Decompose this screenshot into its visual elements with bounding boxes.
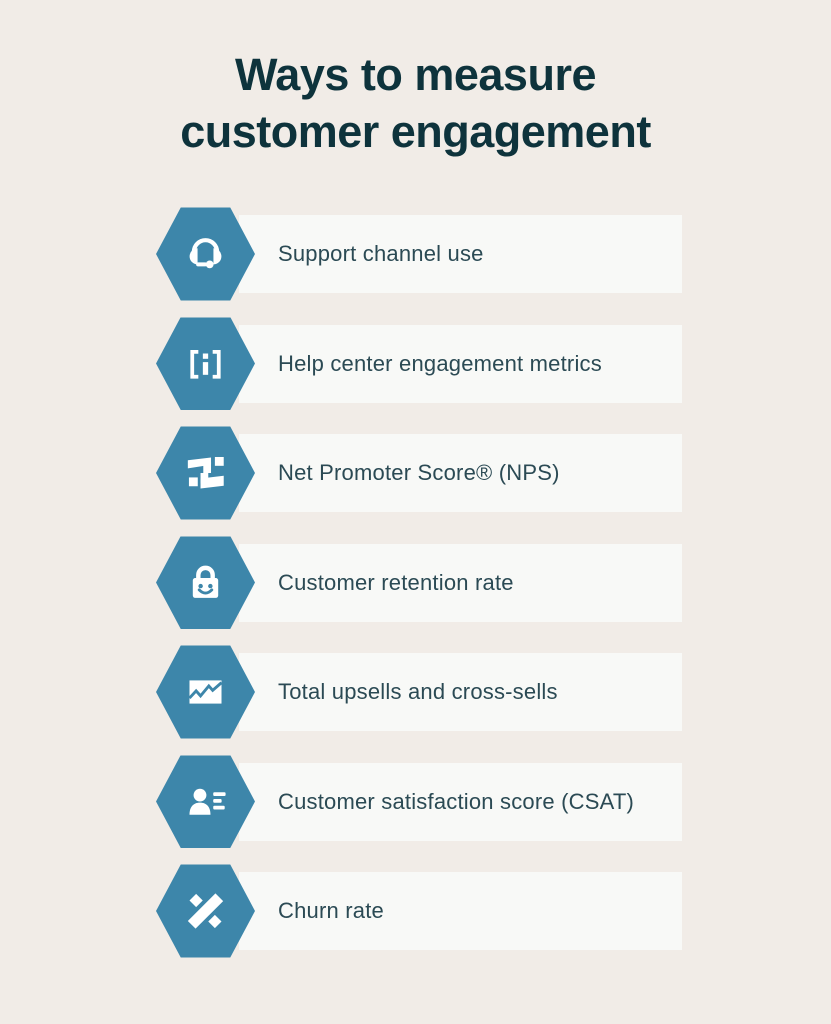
info-brackets-icon	[179, 337, 232, 390]
churn-percent-icon	[179, 885, 232, 938]
icon-hexagon	[156, 207, 255, 301]
csat-person-icon	[179, 775, 232, 828]
metric-row: Customer retention rate	[156, 536, 682, 629]
row-bar: Customer retention rate	[239, 543, 682, 622]
row-bar: Support channel use	[239, 215, 682, 293]
icon-hexagon	[156, 645, 255, 739]
page-title: Ways to measure customer engagement	[0, 46, 831, 160]
row-bar: Churn rate	[239, 872, 682, 950]
retention-lock-icon	[179, 556, 232, 609]
row-label: Net Promoter Score® (NPS)	[278, 460, 560, 485]
row-bar: Help center engagement metrics	[239, 324, 682, 403]
nps-blocks-icon	[179, 447, 232, 500]
icon-hexagon	[156, 426, 255, 520]
upsells-chart-icon	[179, 666, 232, 719]
icon-hexagon	[156, 317, 255, 410]
icon-hexagon	[156, 864, 255, 958]
metric-row: Customer satisfaction score (CSAT)	[156, 755, 682, 848]
icon-hexagon	[156, 536, 255, 629]
row-label: Customer satisfaction score (CSAT)	[278, 788, 635, 814]
row-label: Total upsells and cross-sells	[278, 679, 558, 704]
row-bar: Customer satisfaction score (CSAT)	[239, 762, 682, 841]
row-label: Churn rate	[278, 898, 384, 923]
row-label: Customer retention rate	[278, 569, 514, 595]
row-bar: Net Promoter Score® (NPS)	[239, 434, 682, 512]
headset-icon	[179, 228, 232, 281]
title-line-1: Ways to measure	[235, 49, 596, 100]
title-line-2: customer engagement	[180, 106, 651, 157]
metric-row: Total upsells and cross-sells	[156, 645, 682, 739]
row-label: Help center engagement metrics	[278, 350, 602, 376]
row-bar: Total upsells and cross-sells	[239, 653, 682, 731]
row-label: Support channel use	[278, 241, 484, 266]
metric-row: Net Promoter Score® (NPS)	[156, 426, 682, 520]
icon-hexagon	[156, 755, 255, 848]
metric-row: Help center engagement metrics	[156, 317, 682, 410]
metric-row: Churn rate	[156, 864, 682, 958]
metric-rows: Support channel use Help center engageme…	[156, 207, 682, 958]
metric-row: Support channel use	[156, 207, 682, 301]
